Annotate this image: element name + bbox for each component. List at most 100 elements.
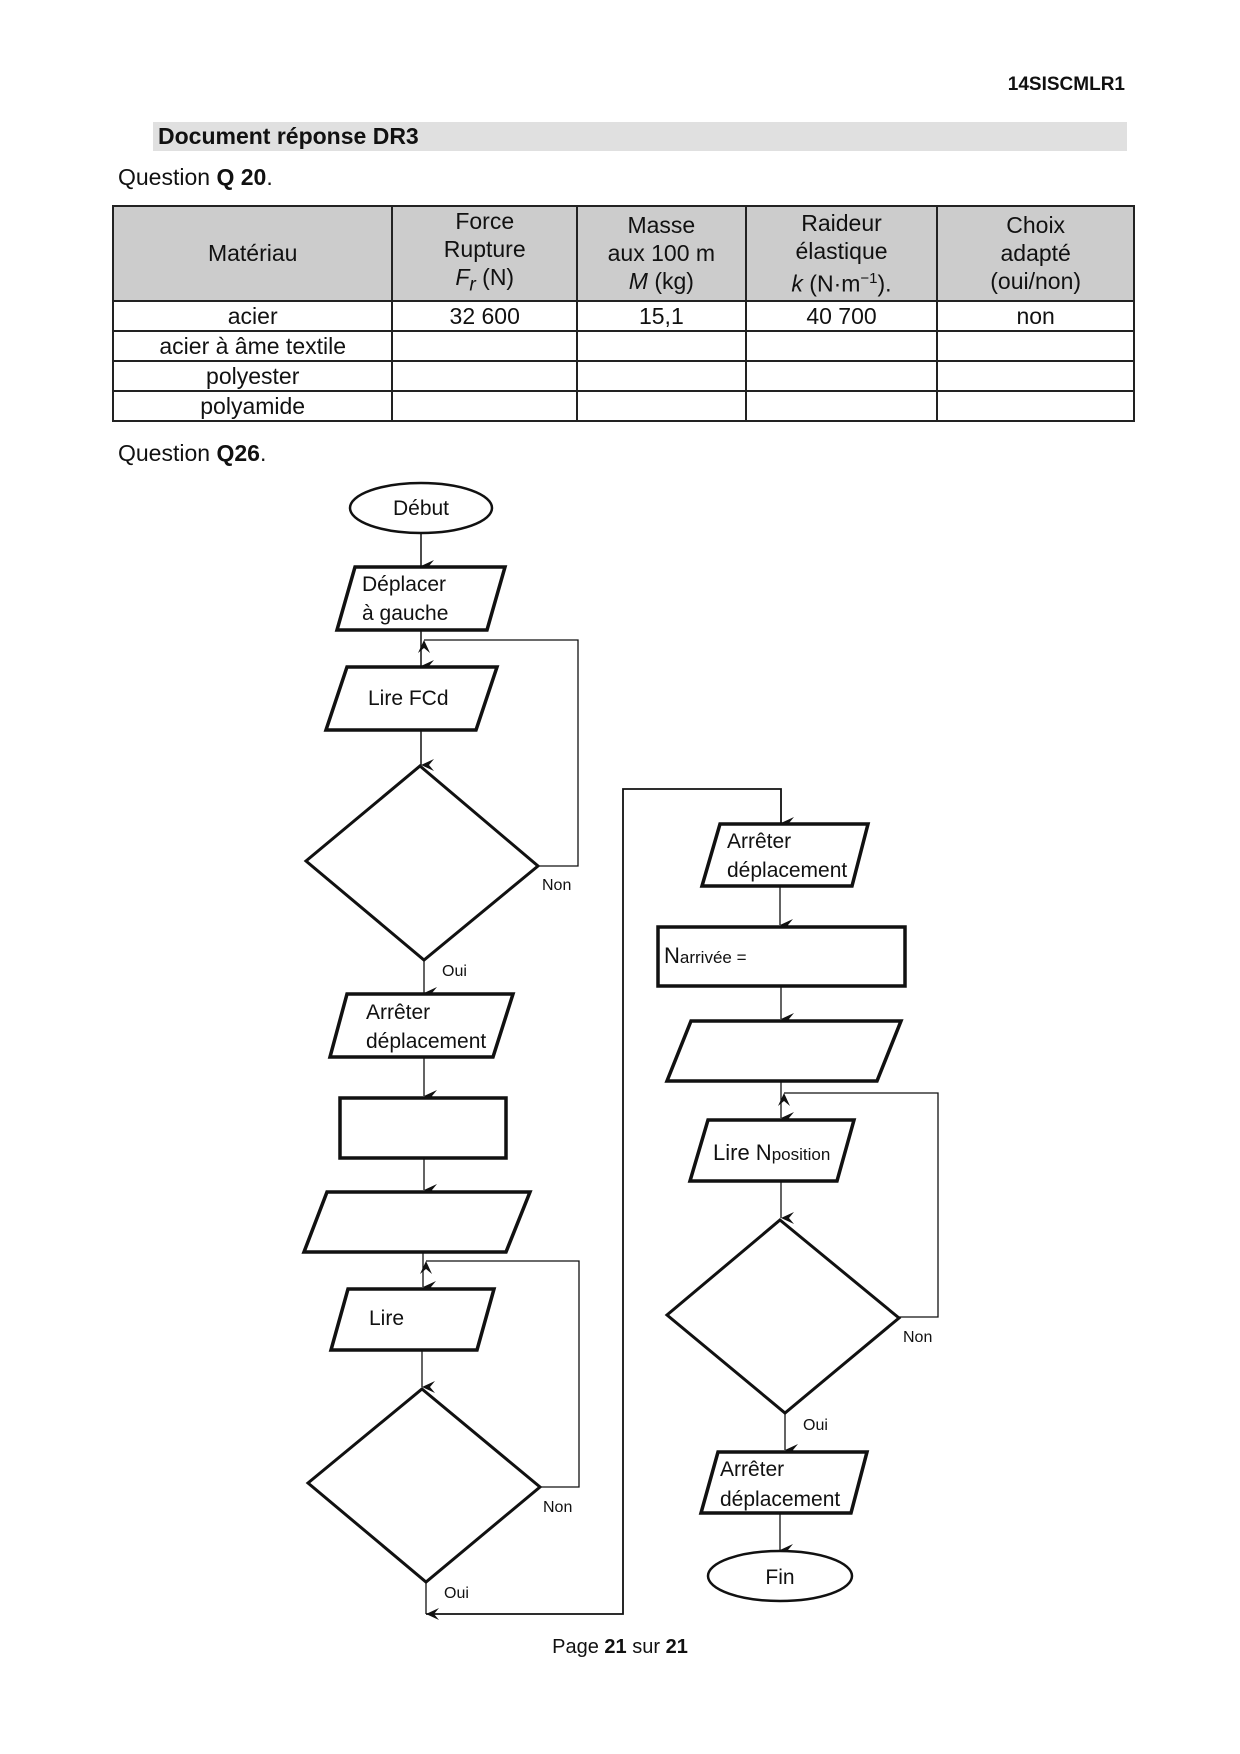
cell-mass[interactable]: [576, 359, 747, 392]
header-text: Rupture: [443, 236, 526, 262]
stop-label: Arrêter: [727, 830, 791, 853]
header-var: F: [455, 264, 470, 290]
page-number: 21: [604, 1636, 627, 1658]
stop-label: déplacement: [720, 1488, 840, 1511]
yes-label: Oui: [803, 1417, 828, 1434]
header-var: k: [791, 270, 803, 297]
cell-choice[interactable]: [936, 329, 1135, 362]
header-material: Matériau: [111, 205, 394, 302]
question-q20-label: Question Q 20.: [118, 164, 273, 191]
cell-choice[interactable]: non: [936, 299, 1135, 332]
cell-mass[interactable]: 15,1: [576, 299, 747, 332]
header-var: M: [628, 268, 648, 295]
n-arrivee-label: Narrivée =: [664, 943, 747, 968]
cell-material: acier: [111, 299, 394, 332]
header-unit: ).: [877, 270, 892, 297]
page-word: Page: [552, 1636, 605, 1658]
no-label: Non: [543, 1499, 572, 1516]
n-symbol: N: [664, 943, 680, 968]
io-stop-2: [699, 822, 871, 888]
read-fcd-label: Lire FCd: [368, 687, 449, 710]
cell-force[interactable]: [391, 389, 579, 422]
cell-mass[interactable]: [576, 389, 747, 422]
cell-material: polyamide: [111, 389, 394, 422]
header-stiffness: Raideur élastique k (N·m−1).: [744, 205, 939, 302]
n-subscript: position: [772, 1145, 831, 1164]
header-unit: (N·m: [802, 270, 861, 297]
table-row: acier à âme textile: [111, 329, 1135, 362]
header-text: aux 100 m: [607, 240, 716, 267]
end-label: Fin: [765, 1566, 794, 1589]
question-q26-label: Question Q26.: [118, 440, 266, 467]
header-mass: Masse aux 100 m M (kg): [576, 205, 747, 302]
yes-label: Oui: [444, 1585, 469, 1602]
table-row: polyester: [111, 359, 1135, 392]
io-read-blank: [328, 1287, 497, 1352]
header-text: Matériau: [207, 240, 298, 267]
decision-1: [303, 764, 541, 962]
header-text: Raideur: [801, 209, 882, 236]
header-exp: −1: [860, 269, 878, 287]
start-label: Début: [393, 497, 449, 520]
cell-force[interactable]: [391, 359, 579, 392]
move-left-label: à gauche: [362, 602, 448, 625]
stop-label: Arrêter: [720, 1458, 784, 1481]
document-title: Document réponse DR3: [153, 122, 1127, 151]
io-stop-1: [327, 992, 516, 1059]
table-row: acier 32 600 15,1 40 700 non: [111, 299, 1135, 332]
cell-mass[interactable]: [576, 329, 747, 362]
process-n-arrivee: [656, 925, 907, 988]
question-number: Q26: [216, 440, 260, 466]
header-choice: Choix adapté (oui/non): [936, 205, 1135, 302]
cell-stiffness[interactable]: [744, 329, 939, 362]
end-terminal: [706, 1549, 854, 1603]
io-read-fcd: [323, 665, 500, 732]
cell-material: acier à âme textile: [111, 329, 394, 362]
header-text: (oui/non): [990, 268, 1082, 295]
question-number: Q 20: [216, 164, 267, 190]
materials-table: Matériau Force Rupture Fr (N) Masse aux …: [111, 205, 1135, 422]
header-text: adapté: [1000, 240, 1071, 267]
loop-arrow-non: [420, 1260, 580, 1488]
question-suffix: .: [259, 440, 267, 466]
n-subscript: arrivée =: [680, 948, 747, 967]
question-suffix: .: [266, 164, 273, 190]
table-header-row: Matériau Force Rupture Fr (N) Masse aux …: [111, 205, 1135, 302]
read-n-symbol: Lire N: [713, 1140, 772, 1165]
move-left-label: Déplacer: [362, 573, 446, 596]
header-unit: (kg): [647, 268, 694, 295]
read-nposition-label: Lire Nposition: [713, 1140, 830, 1165]
stop-label: déplacement: [727, 859, 847, 882]
decision-2: [305, 1387, 543, 1584]
cell-stiffness[interactable]: [744, 389, 939, 422]
read-label: Lire: [369, 1307, 404, 1330]
header-text: élastique: [795, 237, 888, 264]
decision-3: [664, 1218, 902, 1415]
io-stop-3: [698, 1450, 870, 1515]
process-blank-1: [338, 1096, 508, 1160]
cell-choice[interactable]: [936, 359, 1135, 392]
page-total: 21: [665, 1636, 688, 1658]
header-text: Masse: [627, 212, 696, 239]
cell-stiffness[interactable]: [744, 359, 939, 392]
question-word: Question: [118, 440, 217, 466]
question-word: Question: [118, 164, 217, 190]
cell-force[interactable]: 32 600: [391, 299, 579, 332]
header-text: Choix: [1006, 212, 1066, 239]
loop-arrow-non: [778, 1092, 939, 1318]
yes-label: Oui: [442, 963, 467, 980]
cell-force[interactable]: [391, 329, 579, 362]
no-label: Non: [542, 877, 571, 894]
cell-choice[interactable]: [936, 389, 1135, 422]
cell-stiffness[interactable]: 40 700: [744, 299, 939, 332]
header-text: Force: [455, 208, 515, 234]
stop-label: déplacement: [366, 1030, 486, 1053]
loop-arrow-non: [418, 639, 579, 867]
cell-material: polyester: [111, 359, 394, 392]
of-word: sur: [626, 1636, 666, 1658]
table-row: polyamide: [111, 389, 1135, 422]
connector-arrow: [426, 788, 794, 1615]
io-read-nposition: [687, 1118, 857, 1183]
header-force: Force Rupture Fr (N): [391, 205, 579, 302]
